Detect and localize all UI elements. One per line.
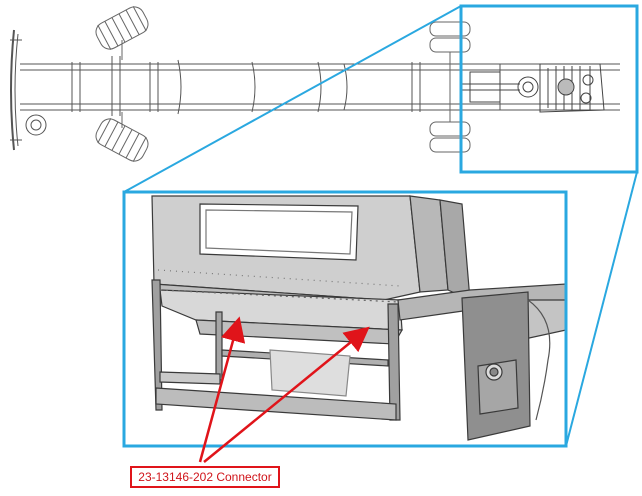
- callout-arrow-left: [198, 316, 246, 463]
- callout-arrows: [198, 316, 370, 463]
- front-tires: [95, 6, 149, 162]
- rear-engine-cluster: [460, 63, 605, 113]
- connector-callout-label: 23-13146-202 Connector: [130, 466, 280, 488]
- detail-frame-border: [122, 190, 568, 448]
- cross-members: [71, 56, 501, 116]
- zoom-connector-lines: [123, 5, 638, 447]
- detail-view: [122, 190, 568, 448]
- rear-tires: [429, 21, 471, 153]
- zoom-source-frame: [459, 4, 639, 174]
- front-bumper: [10, 29, 47, 151]
- chassis-overview: [10, 6, 620, 162]
- callout-arrow-right: [203, 326, 370, 463]
